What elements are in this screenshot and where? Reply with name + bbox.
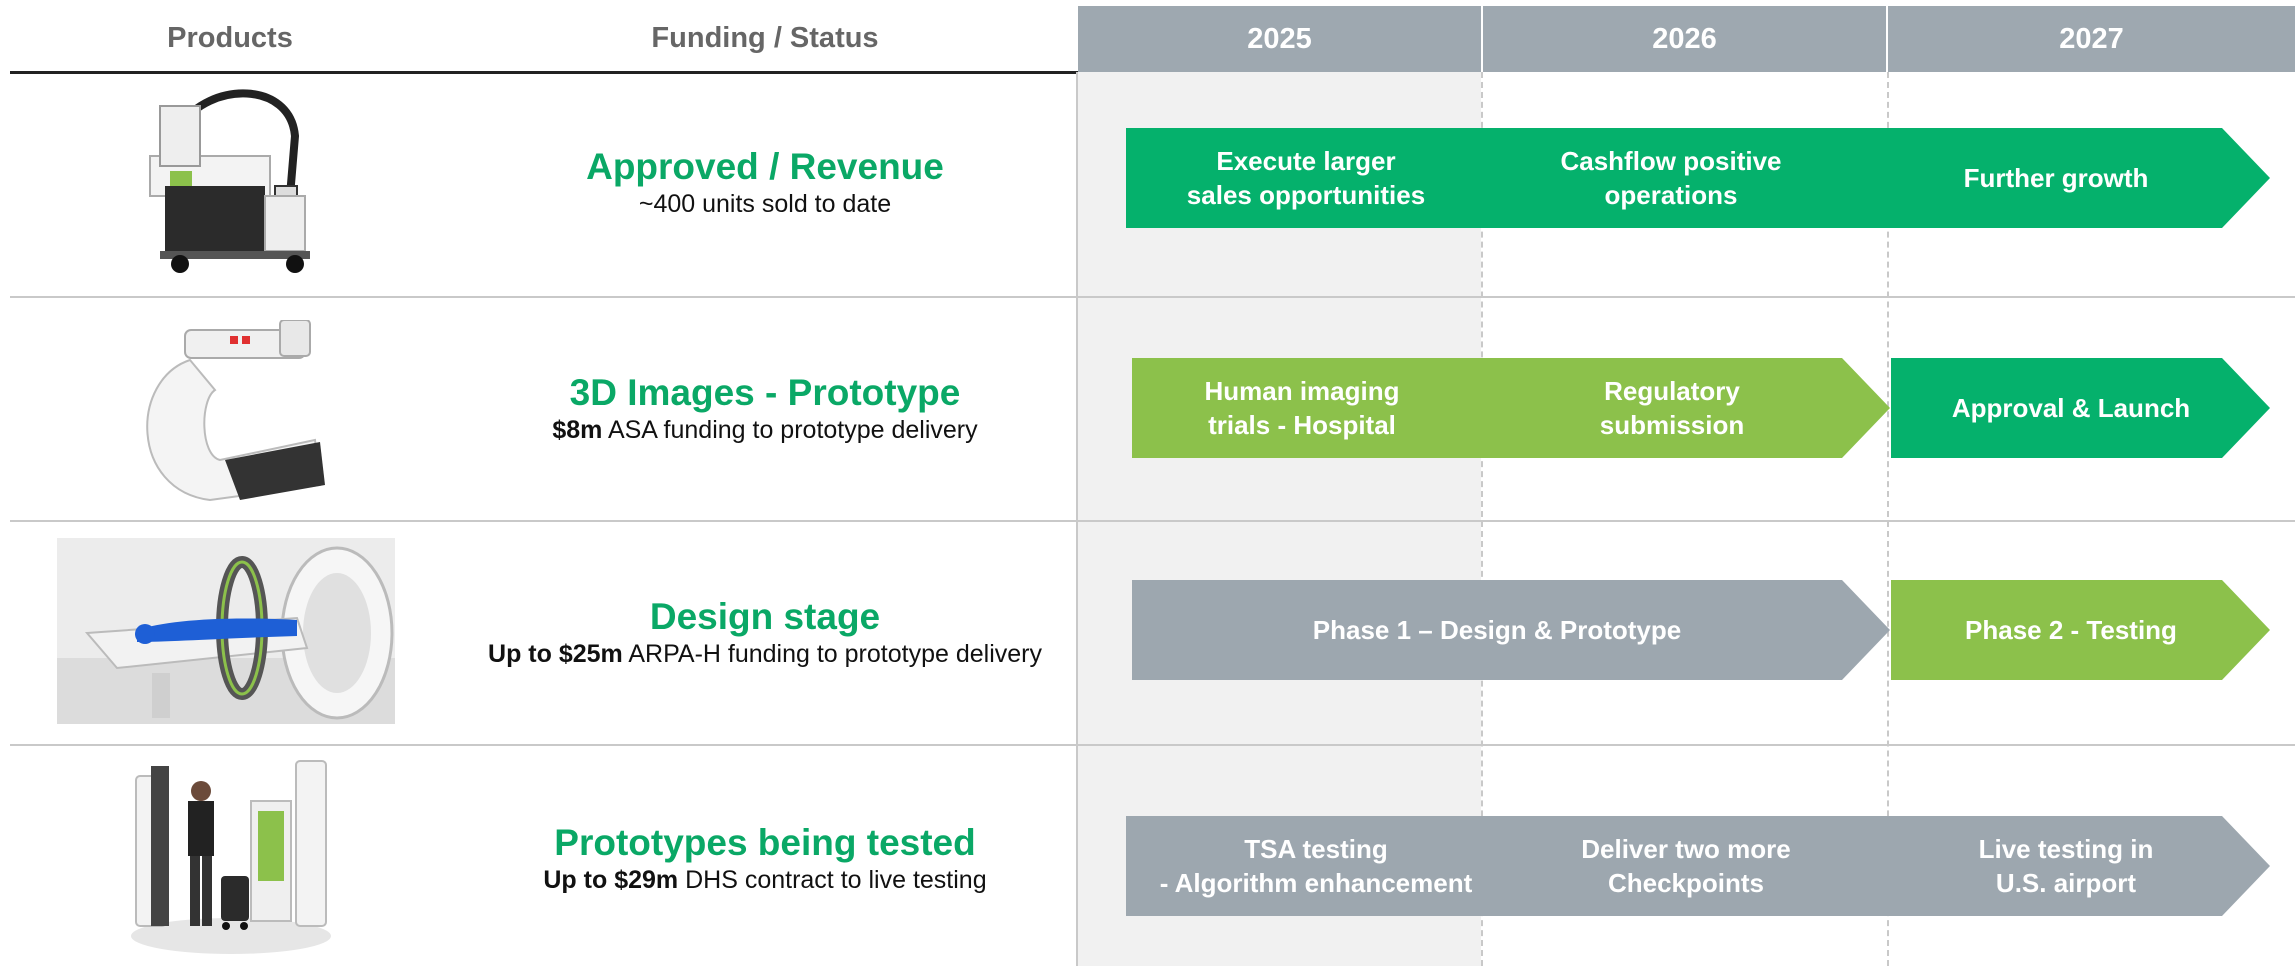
arrow-bar-sales-growth: Execute larger sales opportunities Cashf… (1126, 128, 2270, 228)
row-4-status: Prototypes being tested Up to $29m DHS c… (420, 822, 1110, 896)
arrow-label: Regulatory submission (1599, 376, 1745, 440)
status-subtitle: $8m ASA funding to prototype delivery (552, 416, 978, 444)
row-separator (10, 520, 2295, 522)
header-products: Products (167, 21, 293, 54)
c-arm-scanner-icon (130, 319, 330, 516)
arrow-label: Approval & Launch (1951, 393, 2191, 423)
status-subtitle: Up to $25m ARPA-H funding to prototype d… (488, 640, 1042, 668)
arrow-label: TSA testing - Algorithm enhancement (1159, 834, 1473, 898)
row-separator (10, 744, 2295, 746)
arrow-bar-trials-regulatory: Human imaging trials - Hospital Regulato… (1132, 358, 1890, 458)
header-year-2027: 2027 (1888, 6, 2295, 72)
arrow-bar-approval-launch: Approval & Launch (1891, 358, 2270, 458)
status-title: Approved / Revenue (586, 146, 944, 187)
arrow-bar-phase-2: Phase 2 - Testing (1891, 580, 2270, 680)
row-1-status: Approved / Revenue ~400 units sold to da… (420, 146, 1110, 220)
status-subtitle: Up to $29m DHS contract to live testing (543, 866, 987, 894)
arrow-bar-tsa-testing: TSA testing - Algorithm enhancement Deli… (1126, 816, 2270, 916)
arrow-label: Cashflow positive operations (1560, 146, 1782, 210)
status-title: 3D Images - Prototype (569, 372, 961, 413)
security-checkpoint-icon (126, 756, 336, 956)
status-title: Design stage (649, 596, 881, 637)
status-title: Prototypes being tested (554, 822, 976, 863)
header-year-2025: 2025 (1078, 6, 1481, 72)
arrow-label: Further growth (1963, 163, 2149, 193)
mobile-xray-device-icon (140, 86, 320, 276)
arrow-bar-phase-1: Phase 1 – Design & Prototype (1132, 580, 1890, 680)
row-2-status: 3D Images - Prototype $8m ASA funding to… (420, 372, 1110, 446)
arrow-label: Phase 1 – Design & Prototype (1312, 615, 1682, 645)
arrow-label: Phase 2 - Testing (1965, 615, 2177, 645)
header-underline (10, 71, 1078, 74)
status-subtitle: ~400 units sold to date (638, 190, 892, 218)
divider-2025-2026 (1481, 72, 1483, 966)
timeline-left-border (1076, 72, 1078, 966)
arrow-label: Human imaging trials - Hospital (1204, 376, 1400, 440)
header-funding-status: Funding / Status (651, 21, 879, 54)
arrow-label: Live testing in U.S. airport (1978, 834, 2154, 898)
arrow-label: Deliver two more Checkpoints (1581, 834, 1791, 898)
ring-scanner-with-patient-icon (57, 538, 395, 724)
arrow-label: Execute larger sales opportunities (1186, 146, 1426, 210)
divider-2026-2027 (1887, 72, 1889, 966)
row-3-status: Design stage Up to $25m ARPA-H funding t… (420, 596, 1110, 670)
header-year-2026: 2026 (1483, 6, 1886, 72)
row-separator (10, 296, 2295, 298)
